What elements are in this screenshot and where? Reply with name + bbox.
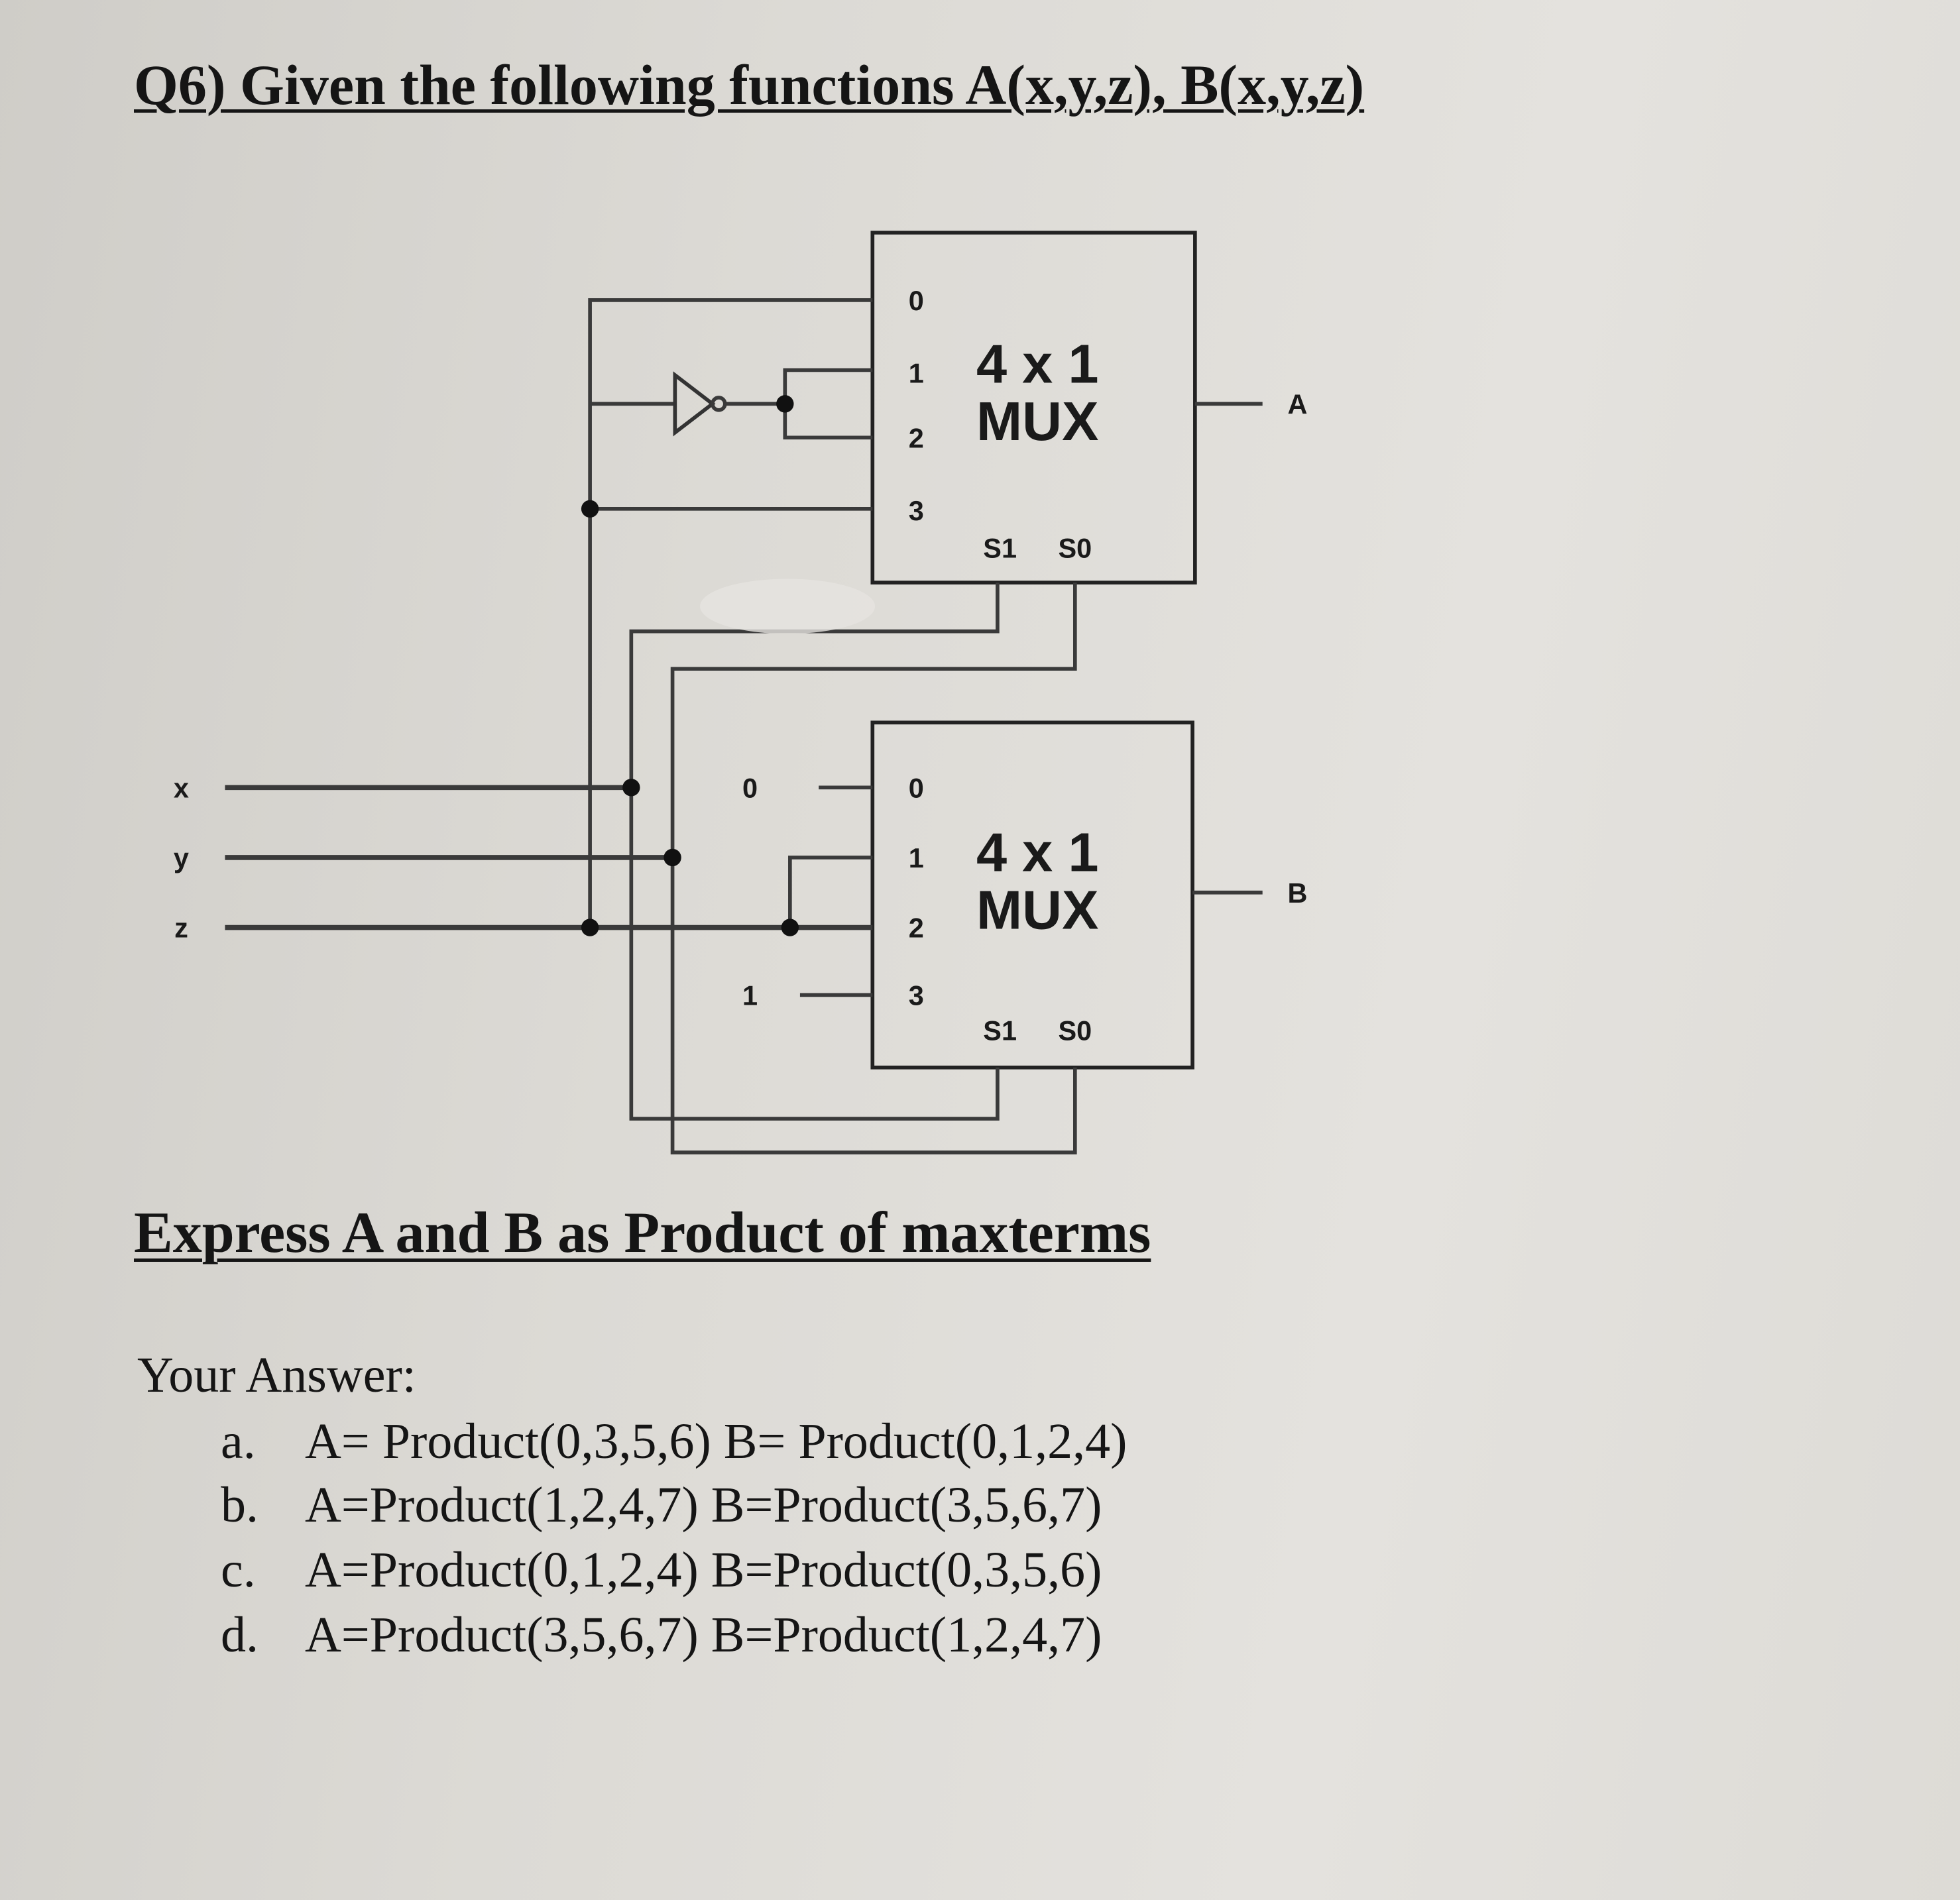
option-text: A=Product(0,1,2,4) B=Product(0,3,5,6) [305,1542,1102,1598]
wire-x-select-s1 [629,583,1000,1121]
junction-dot [581,500,599,518]
mux-top-label-name: MUX [976,390,1098,452]
mux-bottom-input-0: 0 [909,772,924,803]
constant-1: 1 [742,979,758,1011]
inverter-bubble [711,396,727,412]
mux-top-input-3: 3 [909,495,924,526]
output-label-a: A [1288,388,1308,419]
answer-label: Your Answer: [137,1347,416,1403]
wire-z-to-top-inputs [588,298,873,928]
input-label-y: y [174,842,189,873]
answer-option-b[interactable]: b. A=Product(1,2,4,7) B=Product(3,5,6,7) [221,1477,1102,1534]
wire-z-to-bottom-input1 [788,856,873,928]
constant-0: 0 [742,772,758,803]
mux-bottom-input-2: 2 [909,913,924,944]
mux-bottom-input-3: 3 [909,979,924,1011]
answer-option-d[interactable]: d. A=Product(3,5,6,7) B=Product(1,2,4,7) [221,1606,1102,1664]
smudge [700,579,876,634]
junction-dot [781,919,799,936]
option-letter: b. [221,1477,259,1533]
mux-top-s1: S1 [983,532,1017,563]
mux-top-input-0: 0 [909,285,924,316]
answer-option-c[interactable]: c. A=Product(0,1,2,4) B=Product(0,3,5,6) [221,1541,1102,1599]
answer-option-a[interactable]: a. A= Product(0,3,5,6) B= Product(0,1,2,4… [221,1413,1127,1471]
option-text: A=Product(3,5,6,7) B=Product(1,2,4,7) [305,1607,1102,1663]
mux-top-box [870,231,1197,585]
output-label-b: B [1288,877,1308,909]
junction-dot [581,919,599,936]
mux-top-input-1: 1 [909,357,924,388]
mux-bottom-s1: S1 [983,1015,1017,1046]
mux-bottom-label-name: MUX [976,879,1098,940]
option-letter: c. [221,1542,256,1598]
option-letter: a. [221,1414,256,1469]
input-label-z: z [174,913,188,944]
junction-dot [622,779,640,797]
question-prompt: Express A and B as Product of maxterms [134,1201,1151,1265]
mux-bottom-box [870,720,1194,1070]
mux-top-input-2: 2 [909,422,924,453]
wire-y-select-s0 [670,583,1077,1154]
mux-bottom-label-size: 4 x 1 [976,822,1099,883]
junction-dot [663,848,681,867]
mux-top-s0: S0 [1058,532,1092,563]
option-text: A= Product(0,3,5,6) B= Product(0,1,2,4) [305,1414,1127,1469]
inverter-icon [673,371,716,437]
option-letter: d. [221,1607,259,1663]
question-title: Q6) Given the following functions A(x,y,… [134,53,1365,117]
junction-dot [776,395,794,413]
mux-bottom-s0: S0 [1058,1015,1092,1046]
option-text: A=Product(1,2,4,7) B=Product(3,5,6,7) [305,1477,1102,1533]
input-label-x: x [174,772,189,803]
wire-zbar-to-inputs-1-2 [783,368,873,440]
mux-bottom-input-1: 1 [909,842,924,873]
mux-top-label-size: 4 x 1 [976,333,1099,394]
